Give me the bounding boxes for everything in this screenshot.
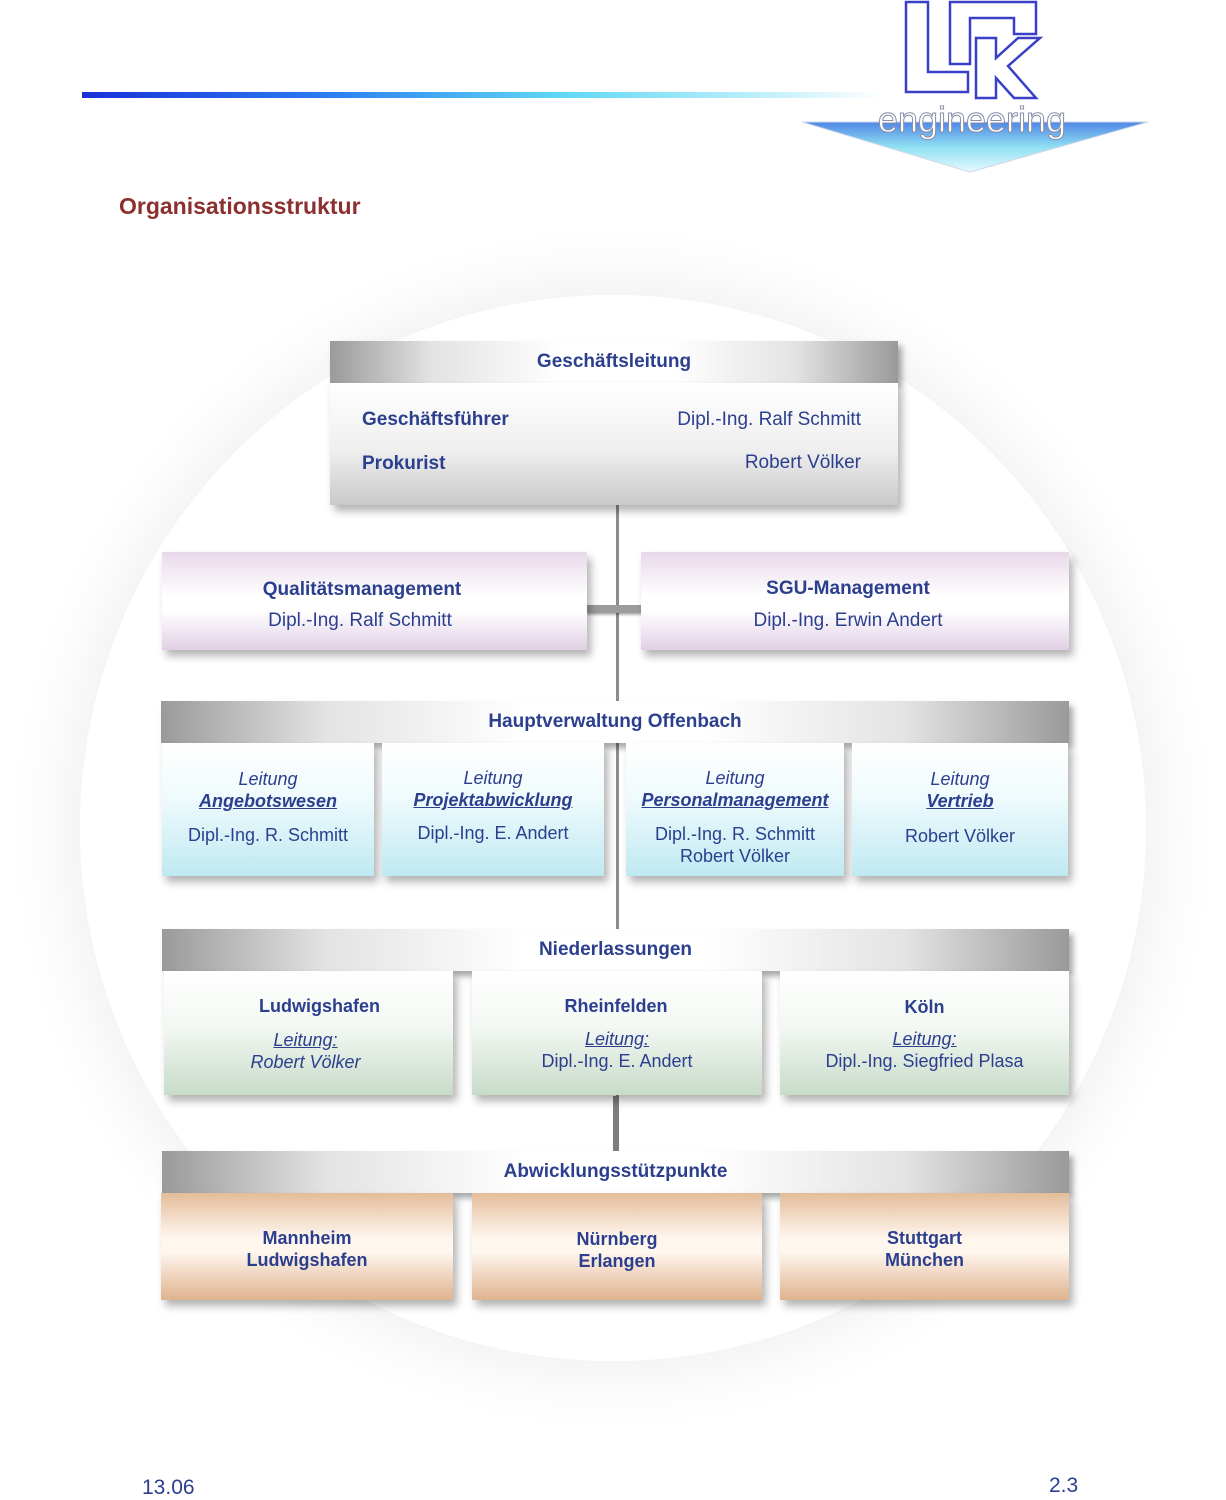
branches-bar: Niederlassungen [162,929,1069,971]
branch-leitung-label: Leitung: [273,1030,338,1050]
branches-bar-title: Niederlassungen [538,939,693,960]
hq-unit-name: Robert Völker [679,846,791,866]
hq-unit-personalmanagement: Leitung Personalmanagement Dipl.-Ing. R.… [626,743,844,876]
staff-box-sgu: SGU-Management Dipl.-Ing. Erwin Andert [641,552,1069,650]
hq-unit-name: Dipl.-Ing. R. Schmitt [187,825,349,845]
branch-leitung-label: Leitung: [584,1029,650,1049]
executive-role-1: Geschäftsführer [362,409,509,430]
page-title: Organisationsstruktur [119,193,361,219]
hq-unit-area: Vertrieb [926,791,994,811]
base-line-2: Ludwigshafen [246,1250,368,1270]
base-box-mannheim: Mannheim Ludwigshafen [161,1193,453,1300]
hq-unit-prefix: Leitung [463,768,523,788]
hq-unit-area: Personalmanagement [641,790,829,810]
base-line-2: Erlangen [578,1251,656,1271]
footer-date: 13.06 [142,1476,195,1499]
executive-name-1: Dipl.-Ing. Ralf Schmitt [677,409,861,430]
base-box-stuttgart: Stuttgart München [780,1193,1069,1300]
executive-bar: Geschäftsleitung [330,341,898,383]
staff-box-qm: Qualitätsmanagement Dipl.-Ing. Ralf Schm… [162,552,587,650]
staff-title-sgu: SGU-Management [766,578,930,599]
company-logo: engineering [801,0,1149,173]
branch-box-koeln: Köln Leitung: Dipl.-Ing. Siegfried Plasa [780,971,1069,1095]
staff-name-sgu: Dipl.-Ing. Erwin Andert [753,610,943,631]
branch-city: Köln [904,997,945,1017]
base-line-2: München [885,1250,964,1270]
base-line-1: Stuttgart [887,1228,962,1248]
branch-leitung-name: Dipl.-Ing. Siegfried Plasa [825,1051,1024,1071]
branch-city: Ludwigshafen [259,996,380,1016]
branch-leitung-name: Dipl.-Ing. E. Andert [541,1051,693,1071]
header-gradient-line [82,92,882,98]
branch-city: Rheinfelden [564,996,668,1016]
branch-box-ludwigshafen: Ludwigshafen Leitung: Robert Völker [164,971,453,1095]
hq-unit-name: Dipl.-Ing. R. Schmitt [654,824,816,844]
logo-text: engineering [878,99,1066,140]
connector-staff-horizontal [586,605,644,613]
executive-bar-title: Geschäftsleitung [536,351,692,372]
staff-title-qm: Qualitätsmanagement [262,579,462,600]
staff-name-qm: Dipl.-Ing. Ralf Schmitt [268,610,452,631]
bases-bar-title: Abwicklungsstützpunkte [503,1161,728,1182]
executive-name-2: Robert Völker [744,452,861,473]
hq-unit-name: Dipl.-Ing. E. Andert [417,823,569,843]
executive-role-2: Prokurist [362,453,446,474]
branch-box-rheinfelden: Rheinfelden Leitung: Dipl.-Ing. E. Ander… [472,971,762,1095]
base-box-nuernberg: Nürnberg Erlangen [472,1193,762,1300]
headquarters-bar: Hauptverwaltung Offenbach [161,701,1069,743]
hq-unit-area: Angebotswesen [198,791,338,811]
hq-unit-prefix: Leitung [238,769,298,789]
hq-unit-area: Projektabwicklung [413,790,573,810]
base-line-1: Nürnberg [576,1229,658,1249]
hq-unit-projektabwicklung: Leitung Projektabwicklung Dipl.-Ing. E. … [382,743,604,876]
executive-box: Geschäftsführer Dipl.-Ing. Ralf Schmitt … [330,383,898,505]
base-line-1: Mannheim [262,1228,352,1248]
connector-bases-vertical [613,1096,619,1154]
hq-unit-prefix: Leitung [705,768,765,788]
bases-bar: Abwicklungsstützpunkte [162,1151,1069,1193]
branch-leitung-label: Leitung: [892,1029,957,1049]
connector-main-vertical [616,505,619,1155]
footer-page-number: 2.3 [1049,1474,1079,1497]
headquarters-bar-title: Hauptverwaltung Offenbach [488,711,742,732]
hq-unit-angebotswesen: Leitung Angebotswesen Dipl.-Ing. R. Schm… [162,743,374,876]
hq-unit-name: Robert Völker [904,826,1016,846]
hq-unit-prefix: Leitung [930,769,990,789]
hq-unit-vertrieb: Leitung Vertrieb Robert Völker [852,743,1068,876]
branch-leitung-name: Robert Völker [250,1052,361,1072]
